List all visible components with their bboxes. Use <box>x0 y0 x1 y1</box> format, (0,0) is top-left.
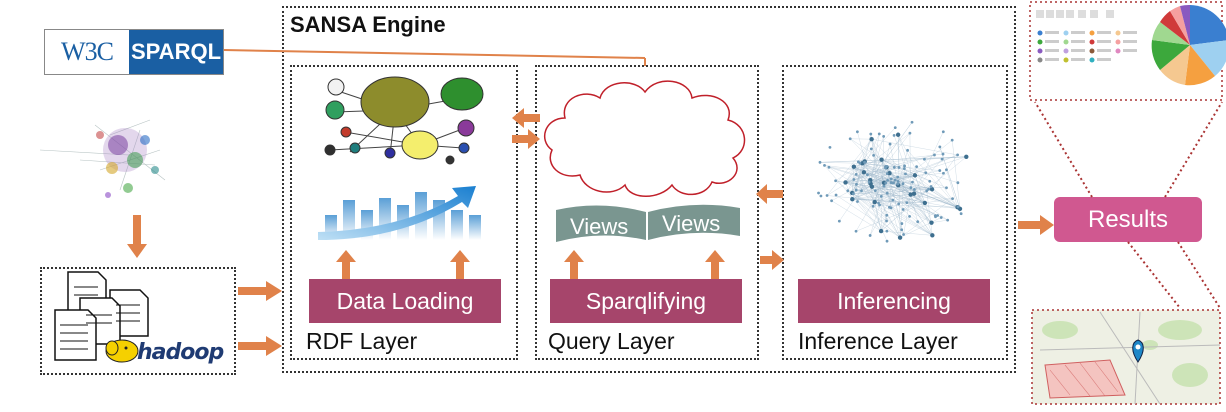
results-connectors <box>1034 101 1223 309</box>
sparql-connector <box>223 49 646 66</box>
hadoop-logo-text: hadoop <box>137 340 224 365</box>
views-label-2: Views <box>662 211 720 236</box>
hadoop-elephant-icon <box>105 339 139 363</box>
inference-to-query-arrow <box>756 184 783 204</box>
sparql-logo: W3C SPARQL <box>44 29 224 75</box>
data-loading-box: Data Loading <box>309 279 501 323</box>
inferencing-box: Inferencing <box>798 279 990 323</box>
engine-to-results-arrow <box>1018 215 1054 235</box>
query-to-inference-arrow <box>760 250 784 270</box>
views-banners: Views Views <box>556 204 740 242</box>
map-icon <box>1031 309 1221 405</box>
views-label-1: Views <box>570 214 628 239</box>
sparql-logo-text: SPARQL <box>129 30 223 74</box>
graph-to-data-arrow <box>127 215 147 258</box>
data-source-box <box>40 267 236 375</box>
results-box: Results <box>1054 197 1202 242</box>
up-arrows <box>336 250 725 279</box>
engine-title: SANSA Engine <box>290 12 446 37</box>
inference-layer-box <box>782 65 1008 360</box>
data-to-rdf-arrow-bottom <box>238 336 282 356</box>
sparqlifying-box: Sparqlifying <box>550 279 742 323</box>
cloud-icon <box>543 80 746 197</box>
w3c-logo-text: W3C <box>61 37 114 66</box>
query-layer-label: Query Layer <box>548 328 675 354</box>
inference-layer-label: Inference Layer <box>798 328 958 354</box>
rdf-to-query-arrow <box>512 129 540 149</box>
bubble-graph-icon <box>324 76 484 165</box>
document-stack-icon <box>54 271 149 361</box>
pie-chart-icon <box>1029 1 1226 101</box>
graph-network-icon <box>39 119 166 198</box>
query-to-rdf-arrow <box>512 108 540 128</box>
dense-network-icon <box>817 120 969 243</box>
bar-chart-icon <box>318 186 481 240</box>
rdf-layer-box <box>290 65 518 360</box>
sansa-engine-box <box>282 6 1016 373</box>
data-to-rdf-arrow-top <box>238 281 282 301</box>
rdf-layer-label: RDF Layer <box>306 328 418 354</box>
query-layer-box <box>535 65 759 360</box>
